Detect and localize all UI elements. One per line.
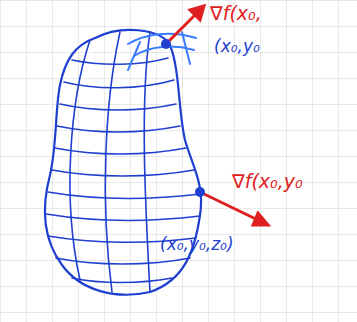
arrowhead bbox=[253, 213, 268, 225]
gradient-label: ∇f(x₀,y₀ bbox=[232, 172, 303, 191]
contour-lines bbox=[46, 32, 200, 292]
surface-outline bbox=[45, 30, 201, 295]
point-marker bbox=[195, 187, 205, 197]
arrowhead bbox=[190, 6, 204, 20]
point-marker bbox=[161, 39, 171, 49]
gradient-label: ∇f(x₀, bbox=[210, 4, 262, 23]
point-label: (x₀,y₀ bbox=[214, 38, 260, 55]
gradient-vector bbox=[200, 192, 262, 222]
point-label: (x₀,y₀,z₀) bbox=[160, 236, 234, 253]
tangent-plane bbox=[128, 32, 196, 70]
